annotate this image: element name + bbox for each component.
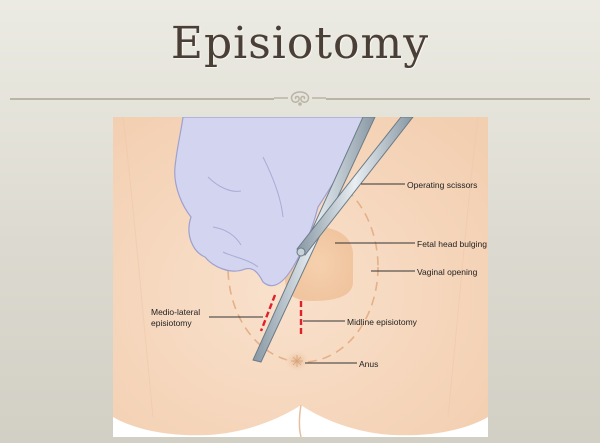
label-medio-lateral-2: episiotomy [151,318,192,328]
label-operating-scissors: Operating scissors [407,180,478,190]
label-fetal-head-bulging: Fetal head bulging [417,239,487,249]
vaginal-opening-outline [227,171,379,363]
label-vaginal-opening: Vaginal opening [417,267,478,277]
episiotomy-illustration: Operating scissors Fetal head bulging Va… [113,117,488,437]
leader-lines [209,183,415,364]
label-midline-episiotomy: Midline episiotomy [347,317,417,327]
anus-mark [291,355,303,367]
operating-scissors [252,117,414,363]
title-divider-left [10,98,274,100]
slide-title: Episiotomy [170,18,430,69]
label-anus: Anus [359,359,379,369]
illustration-drawing [113,117,488,437]
gloved-hand [174,117,364,287]
label-medio-lateral-1: Medio-lateral [151,307,201,317]
medio-lateral-incision [259,294,277,332]
flourish-ornament-icon [274,91,326,106]
title-divider-right [326,98,590,100]
